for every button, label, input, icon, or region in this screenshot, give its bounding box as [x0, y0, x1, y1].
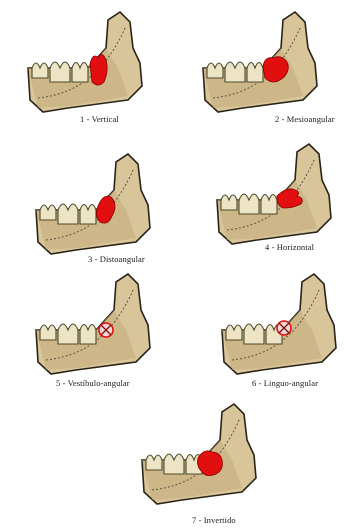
mandible-icon — [132, 400, 282, 510]
impacted-molar-red-icon — [90, 54, 107, 85]
caption-linguo-angular: 6 - Linguo-angular — [252, 378, 318, 388]
caption-invertido: 7 - Invertido — [192, 515, 236, 525]
panel-vestibulo-angular: 5 - Vestíbulo-angular — [26, 270, 182, 390]
caption-distoangular: 3 - Distoangular — [88, 254, 145, 264]
mandible-icon — [26, 150, 176, 260]
crossed-circle-tooth-icon — [277, 321, 291, 335]
caption-mesioangular: 2 - Mesioangular — [275, 114, 335, 124]
mandible-icon — [207, 140, 357, 250]
panel-invertido: 7 - Invertido — [132, 400, 292, 529]
panel-vertical: 1 - Vertical — [18, 8, 168, 128]
panel-horizontal: 4 - Horizontal — [207, 140, 363, 260]
mandible-icon — [18, 8, 168, 118]
mandible-icon — [212, 270, 362, 380]
caption-vertical: 1 - Vertical — [80, 114, 119, 124]
impacted-molar-red-icon — [277, 189, 302, 208]
panel-linguo-angular: 6 - Linguo-angular — [212, 270, 363, 390]
panel-mesioangular: 2 - Mesioangular — [193, 8, 363, 128]
mandible-icon — [26, 270, 176, 380]
mandible-icon — [193, 8, 343, 118]
crossed-circle-tooth-icon — [99, 323, 113, 337]
caption-horizontal: 4 - Horizontal — [265, 242, 314, 252]
caption-vestibulo-angular: 5 - Vestíbulo-angular — [56, 378, 130, 388]
panel-distoangular: 3 - Distoangular — [26, 150, 176, 270]
